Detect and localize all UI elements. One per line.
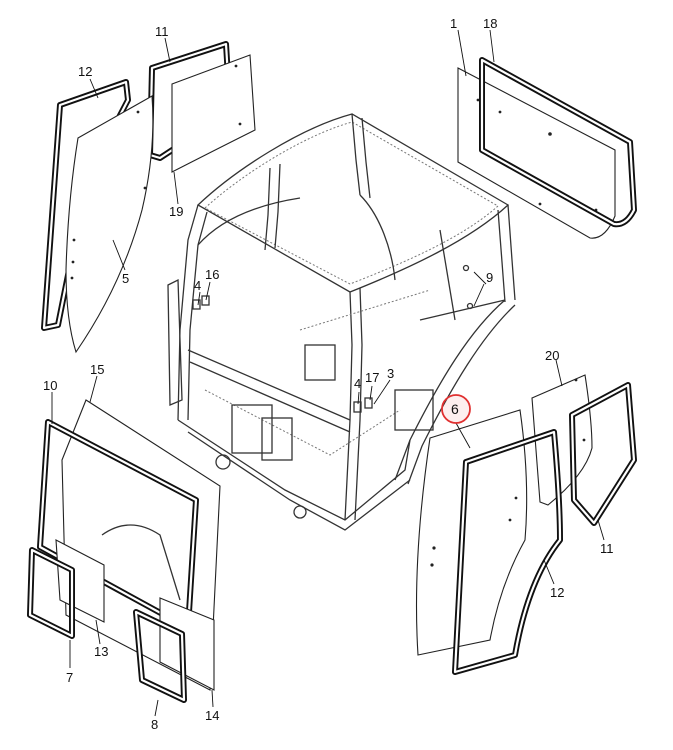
callout-1: 1: [450, 16, 457, 31]
leader-lines: [51, 29, 605, 717]
rear-glass-panel: [457, 67, 616, 239]
callout-12-right: 12: [550, 585, 564, 600]
callout-20: 20: [545, 348, 559, 363]
callout-19: 19: [169, 204, 183, 219]
callout-4-lower: 4: [354, 376, 361, 391]
callout-6: 6: [451, 401, 459, 417]
cab-frame: [167, 113, 516, 531]
lower-right-glass: [159, 597, 215, 691]
upper-side-glass: [171, 54, 256, 173]
door-glass-panel: [415, 409, 528, 656]
callout-18: 18: [483, 16, 497, 31]
callout-10: 10: [43, 378, 57, 393]
lower-left-glass: [55, 539, 105, 623]
callout-11-top: 11: [155, 24, 169, 39]
callout-3: 3: [387, 366, 394, 381]
callout-17: 17: [365, 370, 379, 385]
callout-16: 16: [205, 267, 219, 282]
left-side-glass: [65, 95, 154, 354]
callout-9: 9: [486, 270, 493, 285]
callout-4-upper: 4: [194, 278, 201, 293]
callout-15: 15: [90, 362, 104, 377]
callout-8: 8: [151, 717, 158, 732]
callout-5: 5: [122, 271, 129, 286]
callout-13: 13: [94, 644, 108, 659]
callout-12-top: 12: [78, 64, 92, 79]
callout-7: 7: [66, 670, 73, 685]
callout-14: 14: [205, 708, 219, 723]
callout-labels: 1 18 11 12 19 5 16 4 9 4 17 3 20 10 15 1…: [43, 16, 614, 732]
highlighted-callout-6[interactable]: 6: [441, 394, 471, 424]
callout-11-right: 11: [600, 541, 614, 556]
